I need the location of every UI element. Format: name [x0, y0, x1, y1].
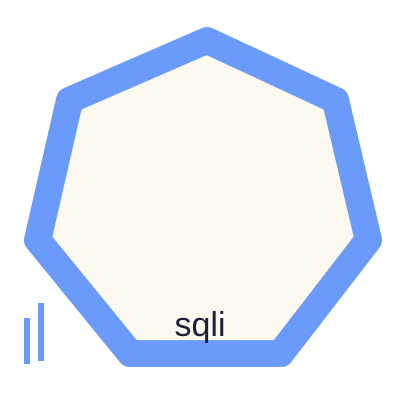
bar-tall: [38, 303, 44, 361]
bar-short: [24, 318, 30, 364]
badge-label: sqli: [174, 306, 225, 344]
side-bars-icon: [24, 303, 44, 364]
heptagon-fill: [52, 55, 354, 341]
